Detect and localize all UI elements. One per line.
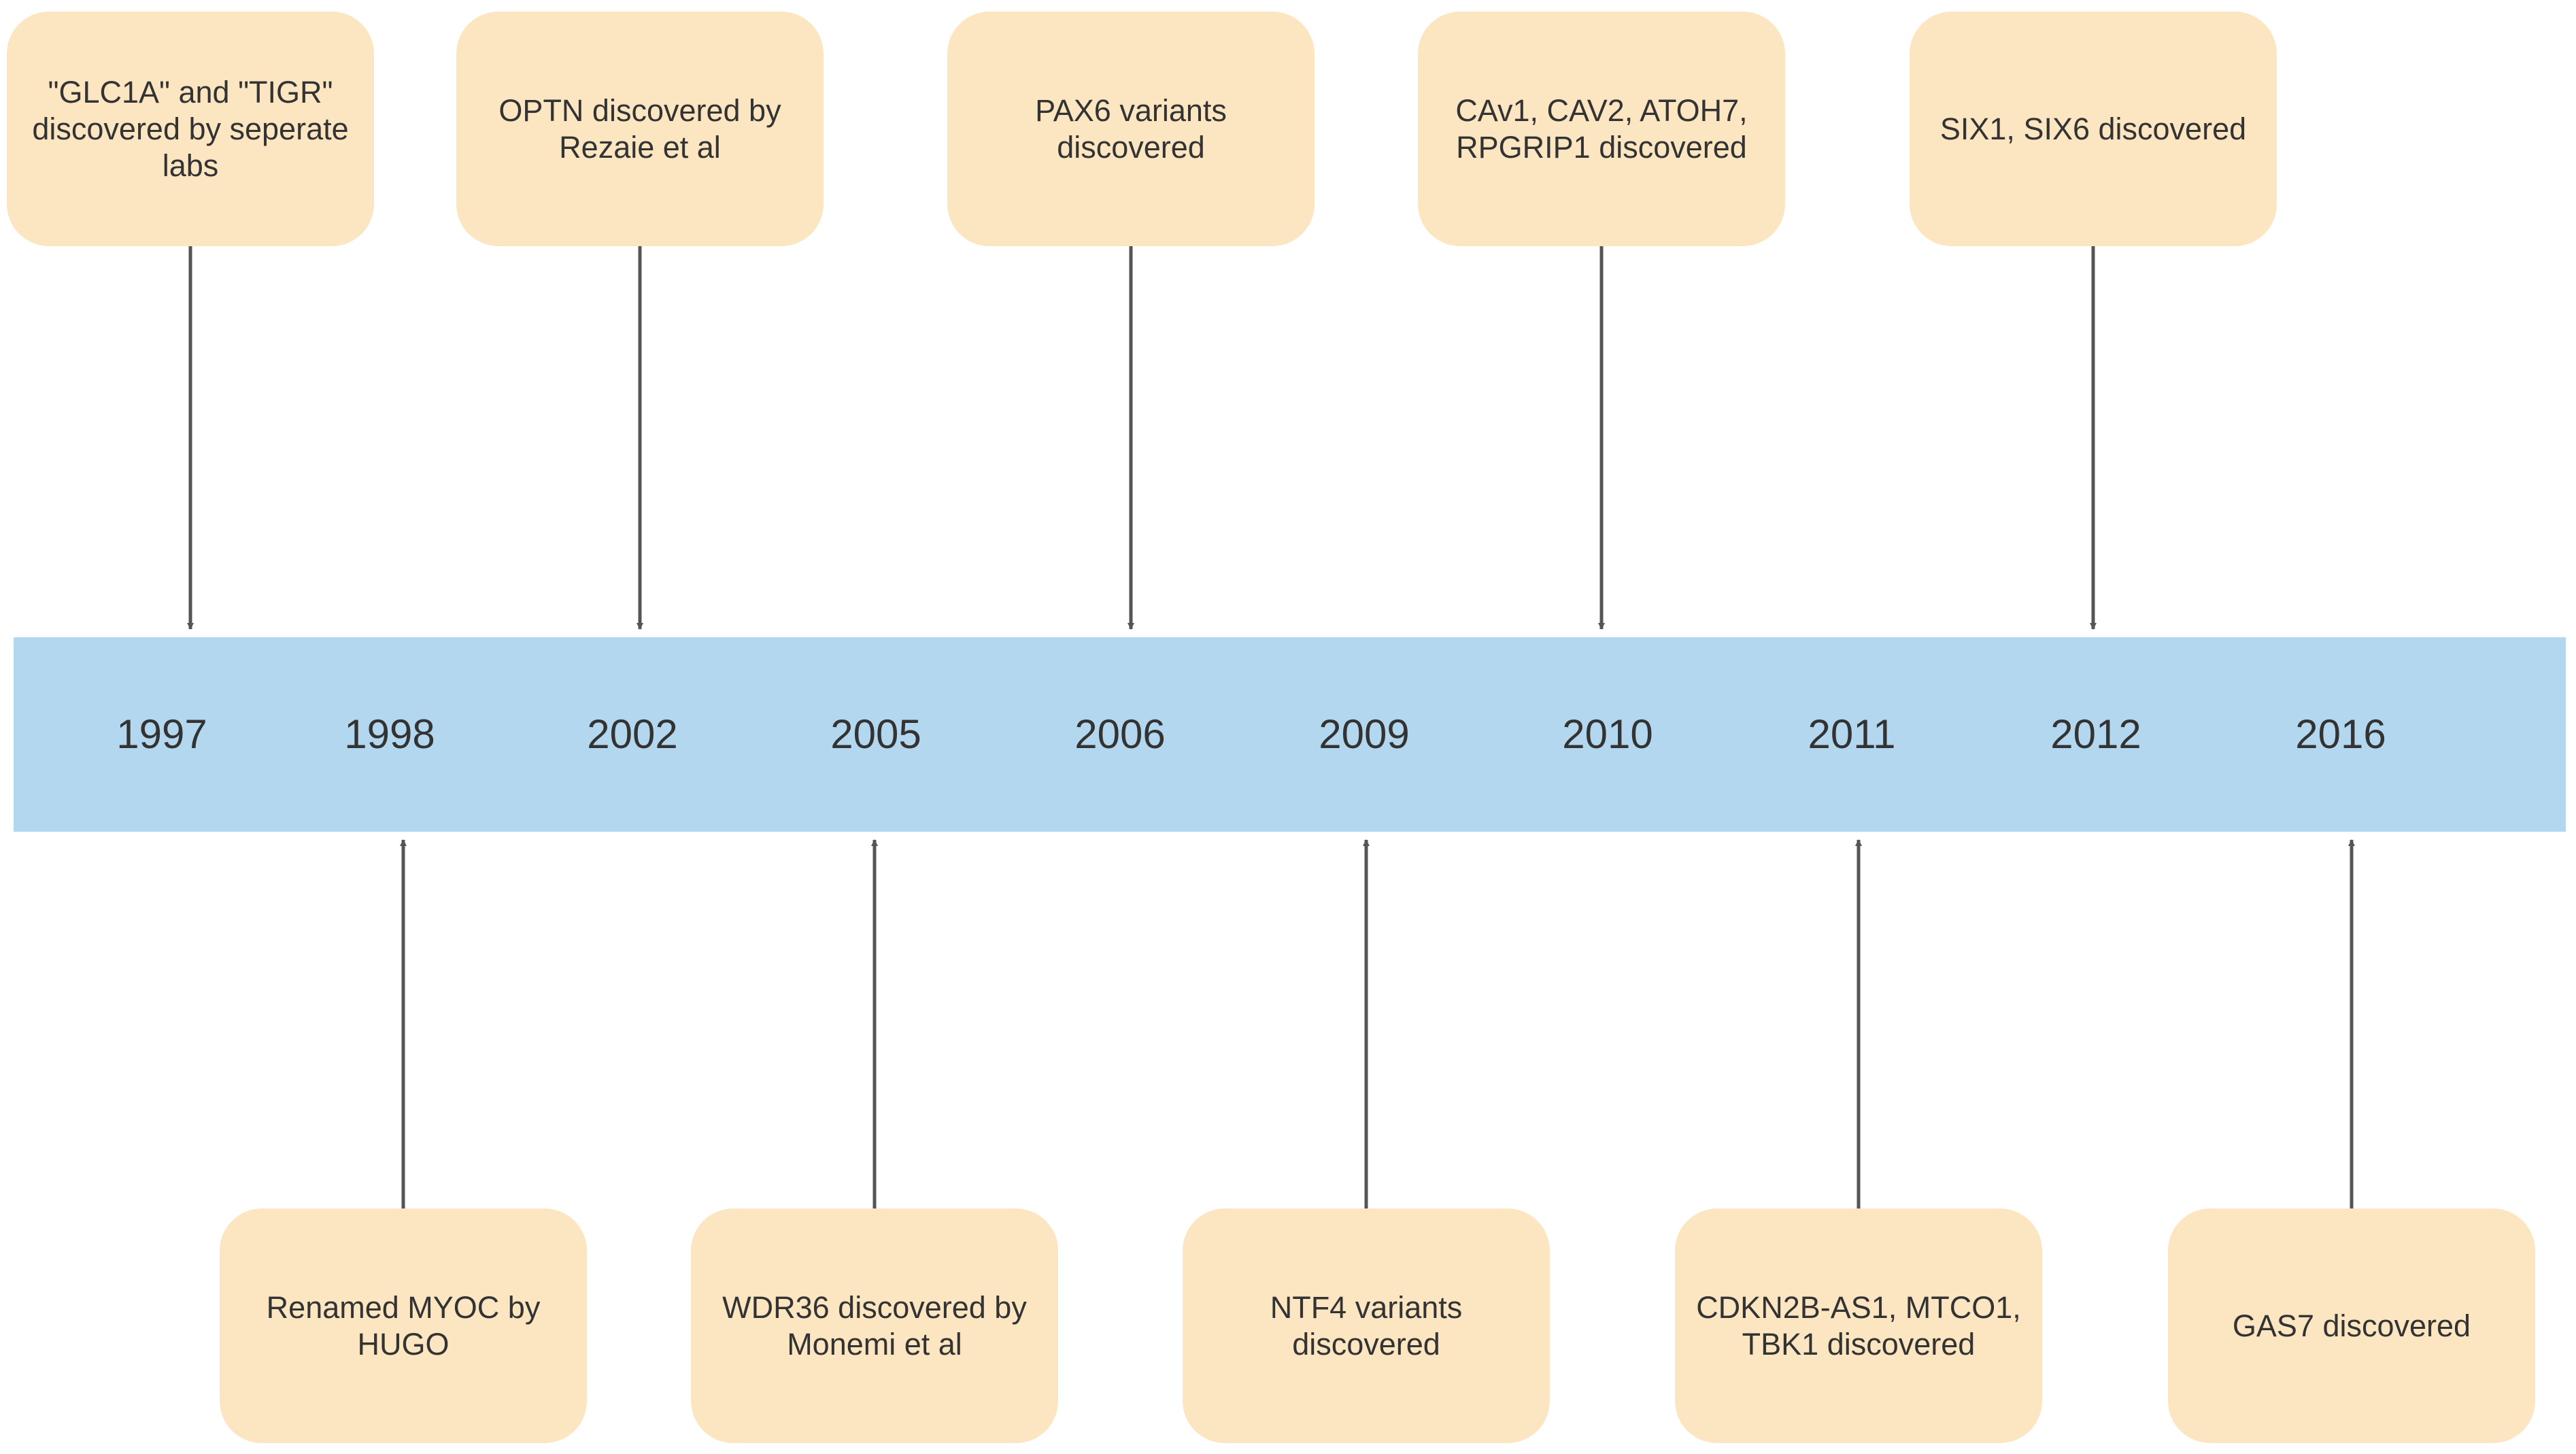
year-label: 2009 xyxy=(1319,711,1410,757)
event-text: OPTN discovered by Rezaie et al xyxy=(498,92,781,165)
event-text: CDKN2B-AS1, MTCO1, TBK1 discovered xyxy=(1696,1289,2021,1362)
event-box-2005: WDR36 discovered by Monemi et al xyxy=(691,1208,1058,1443)
timeline-band xyxy=(14,637,2566,832)
event-text: GAS7 discovered xyxy=(2232,1308,2471,1343)
event-box-2002: OPTN discovered by Rezaie et al xyxy=(456,12,824,246)
event-box-1997: "GLC1A" and "TIGR" discovered by seperat… xyxy=(7,12,374,246)
event-box-2009: NTF4 variants discovered xyxy=(1183,1208,1550,1443)
event-text: Renamed MYOC by HUGO xyxy=(266,1289,541,1362)
year-label: 2002 xyxy=(587,711,678,757)
year-label: 1997 xyxy=(116,711,207,757)
year-label: 2011 xyxy=(1808,711,1896,757)
year-label: 2012 xyxy=(2050,711,2141,757)
event-box-2016: GAS7 discovered xyxy=(2168,1208,2535,1443)
event-text: PAX6 variants discovered xyxy=(1035,92,1227,165)
year-label: 2006 xyxy=(1074,711,1166,757)
event-box-2006: PAX6 variants discovered xyxy=(947,12,1315,246)
bottom-arrows xyxy=(400,839,2355,1208)
year-label: 2010 xyxy=(1562,711,1653,757)
event-text: NTF4 variants discovered xyxy=(1270,1289,1463,1362)
top-arrows xyxy=(187,246,2097,630)
year-label: 2016 xyxy=(2295,711,2386,757)
year-label: 2005 xyxy=(830,711,921,757)
event-text: WDR36 discovered by Monemi et al xyxy=(722,1289,1027,1362)
year-label: 1998 xyxy=(344,711,435,757)
event-box-2010: CAv1, CAV2, ATOH7, RPGRIP1 discovered xyxy=(1418,12,1785,246)
event-box-1998: Renamed MYOC by HUGO xyxy=(220,1208,587,1443)
event-box-2011: CDKN2B-AS1, MTCO1, TBK1 discovered xyxy=(1675,1208,2042,1443)
event-text: CAv1, CAV2, ATOH7, RPGRIP1 discovered xyxy=(1455,92,1748,165)
event-text: "GLC1A" and "TIGR" discovered by seperat… xyxy=(32,74,349,183)
event-text: SIX1, SIX6 discovered xyxy=(1939,111,2247,146)
event-box-2012: SIX1, SIX6 discovered xyxy=(1910,12,2277,246)
